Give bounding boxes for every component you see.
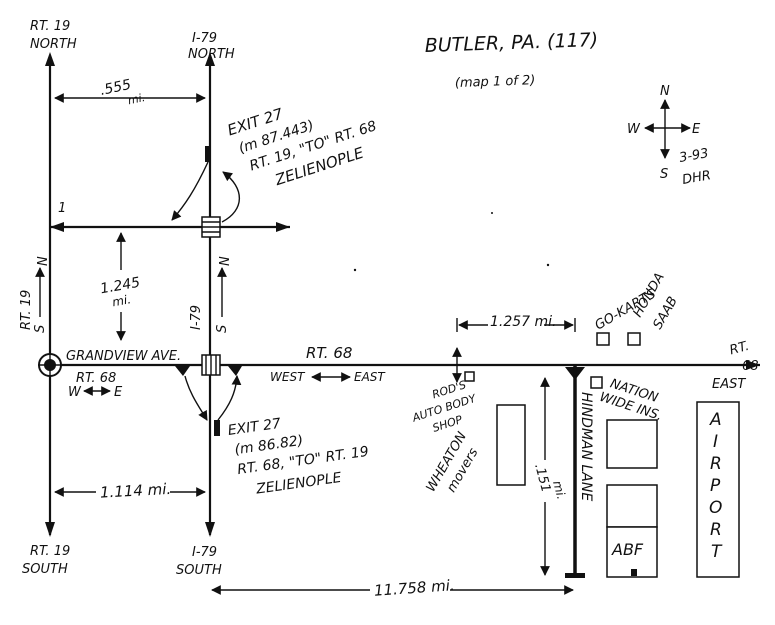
i79-side-s: S — [215, 325, 230, 333]
compass-s: S — [660, 167, 668, 182]
rt68-east-label-2: 68 — [742, 359, 759, 374]
map-title: BUTLER, PA. (117) — [424, 29, 598, 57]
upper-road-west-arrow — [50, 222, 64, 232]
airport-letter-1: A — [709, 410, 722, 430]
rt19-north-label-2: NORTH — [30, 37, 77, 52]
speck — [491, 212, 493, 214]
rt19-side-n: N — [36, 256, 51, 266]
building-upper — [606, 419, 658, 469]
rt19-north-label-1: RT. 19 — [30, 19, 70, 34]
speck — [546, 263, 550, 267]
dist-11758-label: 11.758 mi. — [373, 576, 455, 600]
north-exit-ramp-right — [221, 171, 240, 223]
rt68-east-label-3: EAST — [712, 377, 746, 392]
dist-1257-label: 1.257 mi. — [490, 314, 557, 330]
hindman-end — [565, 573, 585, 578]
go-karts-building — [596, 332, 610, 346]
north-exit-ramp-left — [171, 161, 209, 221]
airport-letter-3: R — [710, 454, 722, 474]
airport-label: A I R P O R T — [709, 410, 723, 562]
rt68-west-word: WEST — [270, 370, 306, 384]
airport-letter-6: R — [710, 520, 722, 540]
exit27-south-line-4: ZELIENOPLE — [254, 470, 342, 498]
abf-marker — [631, 569, 637, 576]
north-exit-marker — [205, 146, 211, 162]
abf-label: ABF — [611, 540, 644, 559]
rods-shop-building — [464, 371, 475, 382]
compass-rose: N S E W — [627, 84, 701, 182]
airport-building — [696, 401, 740, 578]
speck — [353, 268, 357, 272]
map-subtitle: (map 1 of 2) — [455, 73, 536, 91]
nationwide-label: NATION WIDE INS. — [597, 376, 663, 424]
dist-151-value: .151 — [531, 462, 553, 494]
south-exit-ramp-left — [184, 375, 208, 421]
i79-south-label-2: SOUTH — [176, 563, 222, 578]
grandview-label: GRANDVIEW AVE. — [66, 349, 181, 364]
rt68-east-label-1: RT. — [728, 339, 751, 359]
i79-south-label-1: I-79 — [192, 545, 217, 560]
airport-letter-2: I — [713, 432, 718, 452]
south-exit-wedge-left — [175, 366, 190, 376]
i79-north-arrow — [205, 52, 215, 66]
dist-555-value: .555 — [99, 77, 133, 99]
rt68-west-label: RT. 68 — [76, 371, 116, 386]
compass-n: N — [660, 84, 670, 99]
i79-south-arrow — [205, 522, 215, 537]
airport-letter-5: O — [709, 498, 722, 518]
i79-north-label-2: NORTH — [188, 47, 235, 62]
rods-shop-label: ROD'S AUTO BODY SHOP — [410, 378, 479, 435]
rt68-east-arrow — [746, 360, 760, 370]
abf-building — [606, 526, 658, 578]
airport-letter-7: T — [711, 542, 723, 562]
rt68-west-w: W — [68, 385, 82, 400]
compass-w: W — [627, 122, 641, 137]
rt19-south-label-2: SOUTH — [22, 562, 68, 577]
south-exit-ramp-right — [217, 375, 242, 421]
upper-road-label: 1 — [58, 201, 66, 216]
dist-1245-unit: mi. — [111, 292, 132, 309]
building-lower — [606, 484, 658, 528]
dist-151-unit: mi. — [550, 479, 568, 501]
grandview-junction — [38, 353, 62, 377]
exit27-south-line-1: EXIT 27 — [227, 416, 282, 439]
wheaton-label: WHEATON movers — [424, 429, 482, 495]
rt68-main-label: RT. 68 — [306, 344, 352, 362]
nationwide-building — [590, 376, 603, 389]
rt19-side-label: RT. 19 — [19, 290, 34, 330]
exit27-north-note: EXIT 27 (m 87.443) RT. 19, "TO" RT. 68 Z… — [225, 104, 379, 189]
dist-1114-label: 1.114 mi. — [100, 480, 172, 502]
rt68-west-e: E — [114, 385, 123, 400]
rt19-south-arrow — [45, 522, 55, 537]
hindman-label: HINDMAN LANE — [578, 392, 594, 501]
south-exit-wedge-right — [228, 366, 242, 376]
rt19-north-arrow — [45, 52, 55, 66]
rt68-east-word: EAST — [354, 370, 386, 384]
compass-e: E — [692, 122, 701, 137]
exit27-south-note: EXIT 27 (m 86.82) RT. 68, "TO" RT. 19 ZE… — [227, 416, 370, 498]
dist-555-unit: mi. — [127, 91, 147, 107]
rt19-south-label-1: RT. 19 — [30, 544, 70, 559]
i79-side-n: N — [218, 256, 233, 266]
honda-building — [627, 332, 641, 346]
wheaton-building — [496, 404, 526, 486]
stamp-author: DHR — [681, 168, 712, 188]
airport-letter-4: P — [710, 476, 721, 496]
i79-side-label: I-79 — [189, 305, 204, 330]
i79-north-label-1: I-79 — [192, 31, 217, 46]
rt19-side-s: S — [33, 325, 48, 333]
upper-road-east-arrow — [276, 222, 290, 232]
dist-1245-value: 1.245 — [99, 275, 141, 298]
south-exit-marker — [214, 420, 220, 436]
stamp-date: 3-93 — [678, 146, 710, 166]
